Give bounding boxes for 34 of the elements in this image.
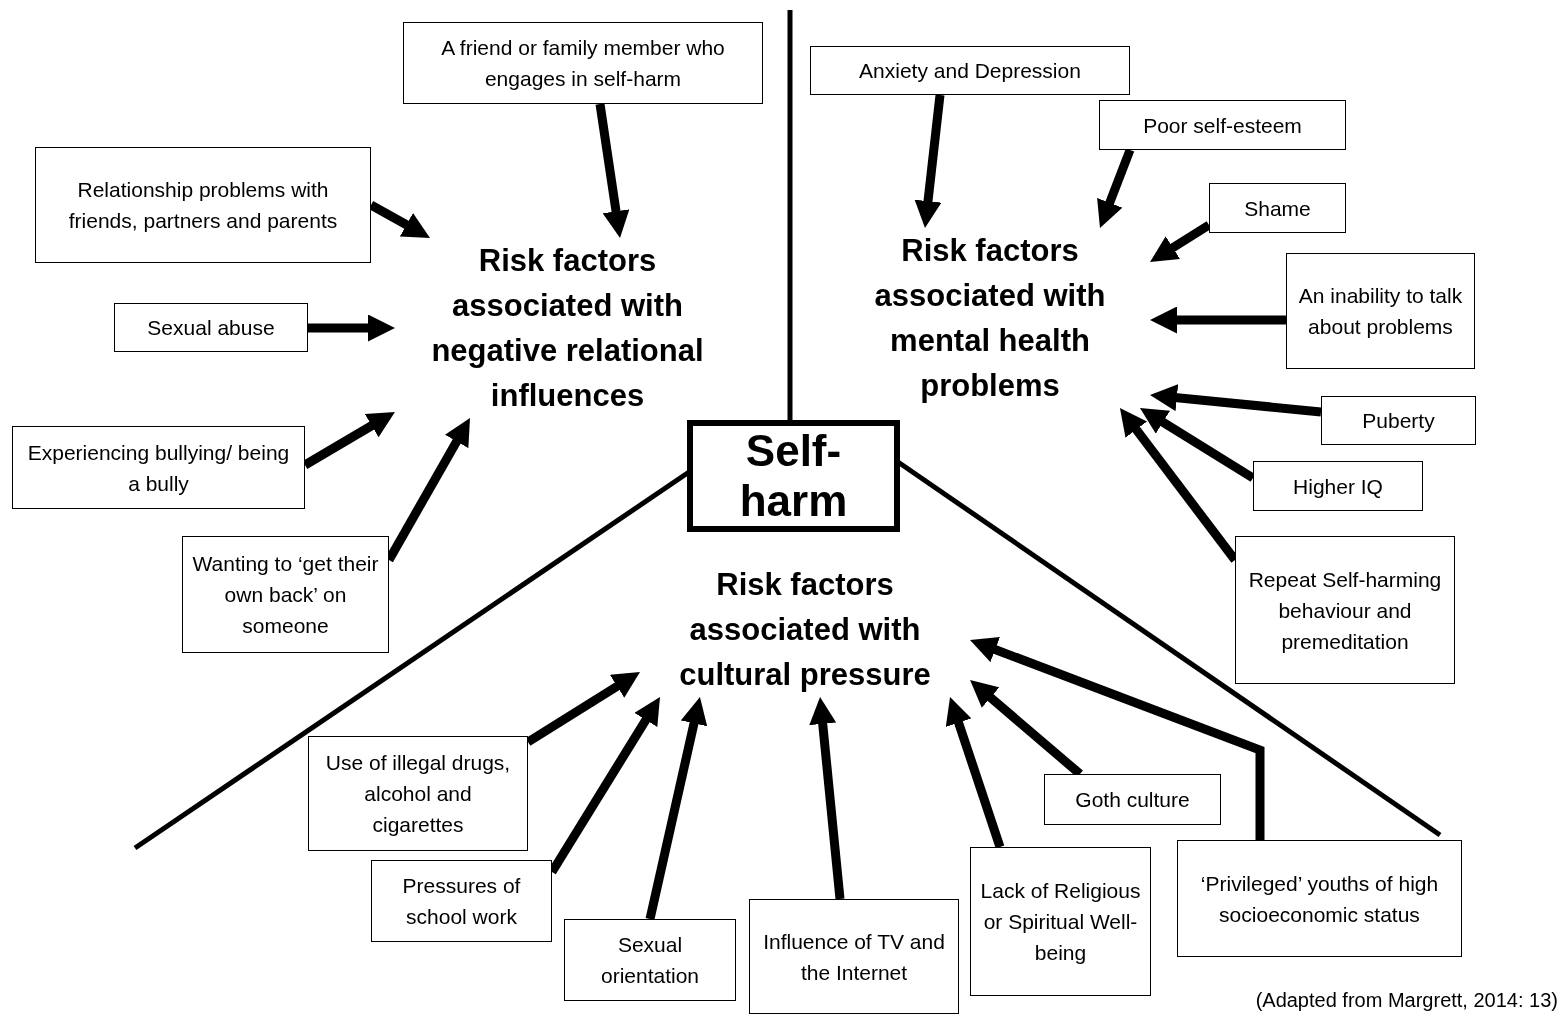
category-heading: Risk factors associated with mental health problems xyxy=(830,228,1150,408)
risk-factor-box: Lack of Religious or Spiritual Well-being xyxy=(970,847,1151,996)
risk-factor-box: Repeat Self-harming behaviour and premeditation xyxy=(1235,536,1455,684)
arrow xyxy=(645,697,708,920)
risk-factor-box: Poor self-esteem xyxy=(1099,100,1346,150)
arrow xyxy=(1150,306,1286,334)
risk-factor-box: Sexual abuse xyxy=(114,303,308,352)
arrow xyxy=(970,636,1265,840)
risk-factor-box: Higher IQ xyxy=(1253,461,1423,511)
risk-factor-box: Pressures of school work xyxy=(371,860,552,942)
caption: (Adapted from Margrett, 2014: 13) xyxy=(1255,988,1558,1013)
risk-factor-box: Puberty xyxy=(1321,396,1476,445)
risk-factor-box: ‘Privileged’ youths of high socioeconomic status xyxy=(1177,840,1462,957)
arrow xyxy=(1150,384,1322,417)
risk-factor-box: Use of illegal drugs, alcohol and cigarettes xyxy=(308,736,528,851)
risk-factor-box: A friend or family member who engages in self-harm xyxy=(403,22,763,104)
arrow xyxy=(308,314,395,342)
risk-factor-box: Relationship problems with friends, partners and parents xyxy=(35,147,371,263)
risk-factor-box: Sexual orientation xyxy=(564,919,736,1001)
risk-factor-box: Goth culture xyxy=(1044,774,1221,825)
arrow xyxy=(1097,148,1135,228)
risk-factor-box: Influence of TV and the Internet xyxy=(749,899,959,1014)
risk-factor-box: Shame xyxy=(1209,183,1346,233)
arrow xyxy=(914,94,945,228)
category-heading: Risk factors associated with cultural pressure xyxy=(640,562,970,697)
risk-factor-box: An inability to talk about problems xyxy=(1286,253,1475,369)
arrow xyxy=(945,697,1005,849)
category-heading: Risk factors associated with negative relational influences xyxy=(395,238,740,418)
self-harm-box: Self- harm xyxy=(687,420,900,532)
risk-factor-box: Wanting to ‘get their own back’ on someone xyxy=(182,536,389,653)
arrow xyxy=(809,697,845,900)
arrow xyxy=(595,103,630,238)
risk-factor-box: Experiencing bullying/ being a bully xyxy=(12,426,305,509)
risk-factor-box: Anxiety and Depression xyxy=(810,46,1130,95)
